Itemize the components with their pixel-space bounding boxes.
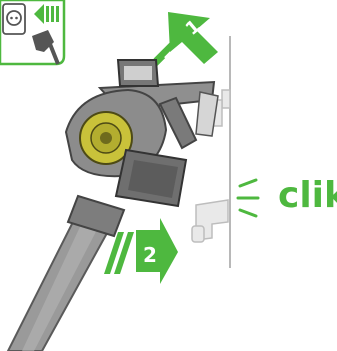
power-socket-icon [3,4,25,34]
vacuum-cleaner-icon [8,60,218,351]
step-2-number: 2 [143,243,157,267]
click-sound-label: clik [278,178,337,214]
socket-inset [0,0,64,64]
click-sound-lines [238,180,258,216]
